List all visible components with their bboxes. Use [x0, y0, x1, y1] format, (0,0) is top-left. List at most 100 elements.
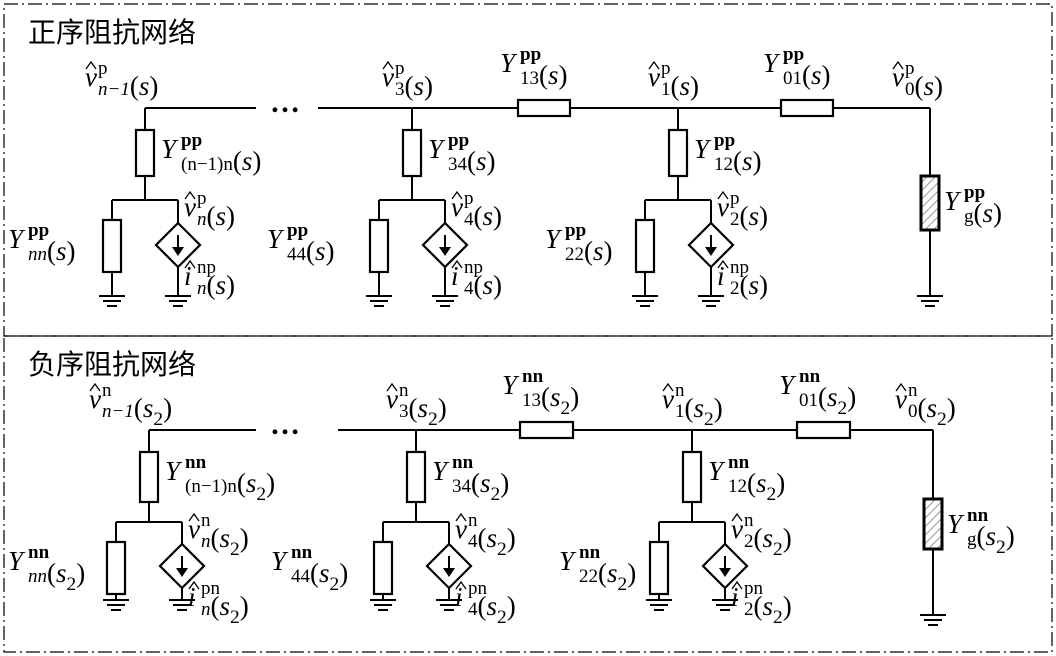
ground-symbol: [698, 295, 724, 307]
source-current-label-hat: [455, 580, 467, 590]
panel-title: 负序阻抗网络: [28, 348, 196, 381]
series-resistor: [681, 450, 703, 504]
current-source: [158, 542, 206, 590]
node-voltage-label-hat: [662, 382, 674, 392]
source-voltage-label-hat: [731, 512, 743, 522]
ground-symbol: [646, 599, 672, 611]
series-resistor: [667, 128, 689, 178]
bus-resistor: [516, 98, 572, 118]
source-current-label-hat: [717, 259, 729, 269]
source-voltage-label-hat: [717, 190, 729, 200]
bus-resistor: [795, 420, 852, 440]
node-voltage-label-hat: [85, 60, 97, 70]
shunt-resistor: [105, 540, 127, 596]
series-resistor: [405, 450, 427, 504]
ground-symbol: [370, 599, 396, 611]
ground-symbol: [165, 295, 191, 307]
shunt-resistor: [372, 540, 394, 596]
frame-negative: [3, 335, 1053, 653]
current-source: [154, 221, 202, 269]
ground-symbol: [917, 295, 943, 307]
current-source: [701, 542, 749, 590]
source-voltage-label-hat: [451, 190, 463, 200]
ground-symbol: [169, 599, 195, 611]
ellipsis: …: [270, 408, 300, 441]
source-voltage-label-hat: [184, 190, 196, 200]
node-voltage-label-hat: [895, 382, 907, 392]
series-resistor: [138, 450, 160, 504]
current-source: [421, 221, 469, 269]
node-voltage-label-hat: [386, 382, 398, 392]
grounding-admittance: [922, 497, 944, 551]
ground-symbol: [712, 599, 738, 611]
source-current-label-hat: [188, 580, 200, 590]
shunt-resistor: [648, 540, 670, 596]
bus-resistor: [779, 98, 835, 118]
node-voltage-label-hat: [89, 382, 101, 392]
ground-symbol: [920, 614, 946, 626]
source-current-label-hat: [451, 259, 463, 269]
ground-symbol: [432, 295, 458, 307]
node-voltage-label-hat: [892, 60, 904, 70]
current-source: [425, 542, 473, 590]
panel-frames: [3, 3, 1053, 653]
node-voltage-label-hat: [648, 60, 660, 70]
series-resistor: [401, 128, 423, 178]
source-voltage-label-hat: [455, 512, 467, 522]
source-voltage-label-hat: [188, 512, 200, 522]
shunt-resistor: [101, 218, 123, 274]
series-resistor: [134, 128, 156, 178]
node-voltage-label-hat: [382, 60, 394, 70]
ground-symbol: [632, 295, 658, 307]
current-source: [687, 221, 735, 269]
panel-title: 正序阻抗网络: [28, 16, 196, 49]
bus-resistor: [518, 420, 575, 440]
ground-symbol: [103, 599, 129, 611]
ground-symbol: [366, 295, 392, 307]
ground-symbol: [99, 295, 125, 307]
grounding-admittance: [919, 174, 941, 232]
source-current-label-hat: [731, 580, 743, 590]
shunt-resistor: [368, 218, 390, 274]
shunt-resistor: [634, 218, 656, 274]
source-current-label-hat: [184, 259, 196, 269]
